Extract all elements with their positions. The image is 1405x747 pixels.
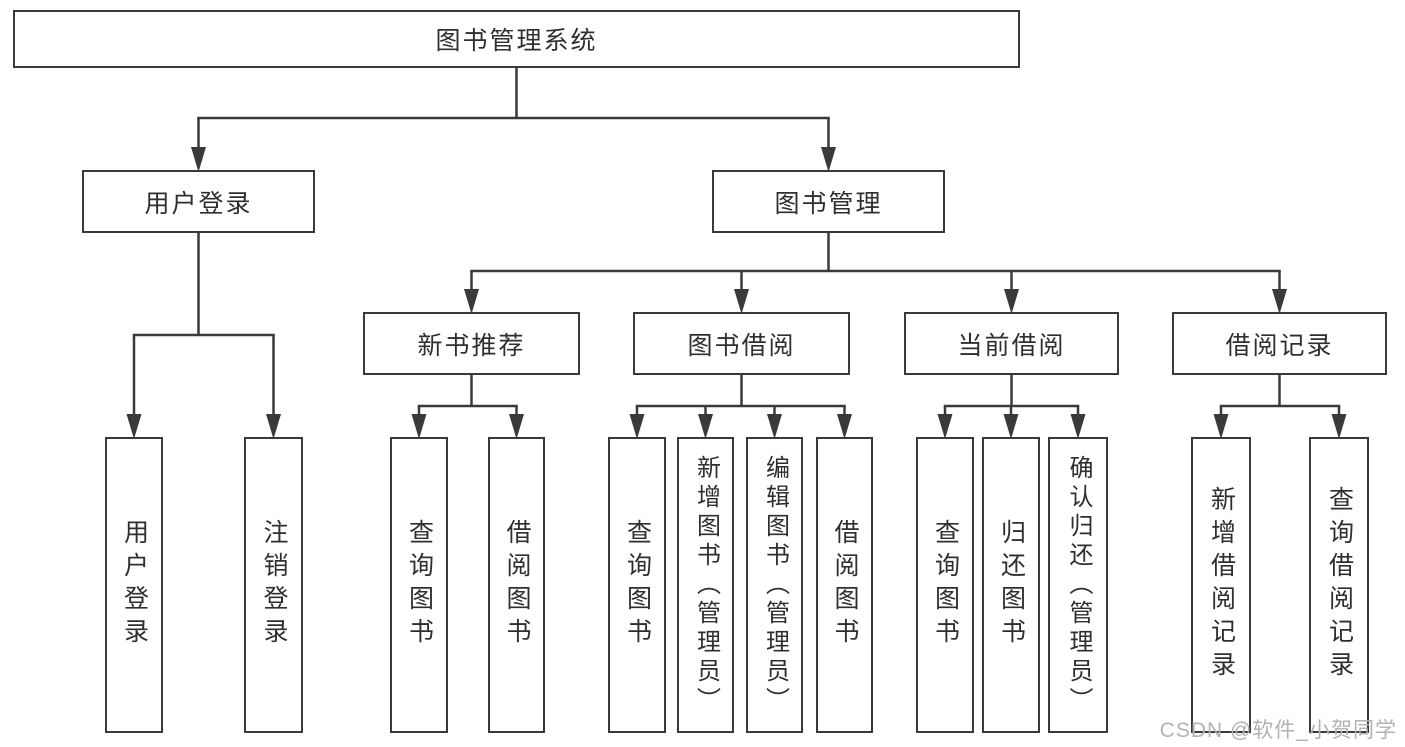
arrow-down-icon (698, 414, 713, 439)
node-label-br-query: 查询借阅记录 (1325, 486, 1354, 684)
node-cb-query: 查询图书 (916, 437, 974, 733)
node-label-book-mgmt: 图书管理 (774, 189, 883, 218)
arrow-down-icon (937, 414, 953, 439)
node-logout: 注销登录 (244, 437, 303, 733)
node-book-borrow: 图书借阅 (633, 312, 850, 375)
arrow-down-icon (1213, 414, 1229, 439)
arrow-down-icon (629, 414, 645, 439)
node-label-bb-borrow: 借阅图书 (831, 519, 859, 651)
node-bb-add: 新增图书（管理员） (677, 437, 734, 733)
node-current-borrow: 当前借阅 (904, 312, 1119, 375)
node-rec-query: 查询图书 (390, 437, 448, 733)
node-cb-return: 归还图书 (982, 437, 1040, 733)
node-new-book-rec: 新书推荐 (363, 312, 580, 375)
arrow-down-icon (1004, 289, 1019, 314)
node-label-bb-add: 新增图书（管理员） (692, 454, 720, 716)
node-label-cb-query: 查询图书 (931, 519, 960, 651)
node-label-bb-edit: 编辑图书（管理员） (761, 454, 789, 716)
arrow-down-icon (1003, 414, 1019, 439)
node-br-query: 查询借阅记录 (1309, 437, 1369, 733)
node-label-root: 图书管理系统 (435, 27, 598, 55)
node-label-cb-confirm: 确认归还（管理员） (1065, 454, 1092, 716)
node-label-borrow-records: 借阅记录 (1225, 331, 1334, 360)
arrow-down-icon (464, 289, 479, 314)
arrow-down-icon (266, 414, 281, 439)
arrow-down-icon (837, 414, 852, 439)
arrow-down-icon (734, 289, 749, 314)
node-bb-query: 查询图书 (608, 437, 666, 733)
node-rec-borrow: 借阅图书 (488, 437, 545, 733)
arrow-down-icon (1070, 414, 1086, 439)
node-br-add: 新增借阅记录 (1191, 437, 1251, 733)
node-label-login: 用户登录 (120, 519, 149, 651)
node-root: 图书管理系统 (13, 10, 1020, 68)
node-label-rec-borrow: 借阅图书 (503, 519, 531, 651)
node-label-user-login: 用户登录 (144, 189, 253, 218)
arrow-down-icon (1272, 289, 1287, 314)
node-label-new-book-rec: 新书推荐 (417, 331, 526, 360)
node-cb-confirm: 确认归还（管理员） (1048, 437, 1108, 733)
node-label-current-borrow: 当前借阅 (957, 331, 1066, 360)
node-bb-edit: 编辑图书（管理员） (746, 437, 803, 733)
arrow-down-icon (411, 414, 427, 439)
node-label-book-borrow: 图书借阅 (687, 331, 796, 360)
node-label-rec-query: 查询图书 (405, 519, 434, 651)
node-label-br-add: 新增借阅记录 (1207, 486, 1236, 684)
node-bb-borrow: 借阅图书 (816, 437, 873, 733)
arrow-down-icon (1331, 414, 1347, 439)
node-book-mgmt: 图书管理 (712, 170, 945, 233)
arrow-down-icon (767, 414, 782, 439)
node-label-cb-return: 归还图书 (997, 519, 1026, 651)
arrow-down-icon (509, 414, 524, 439)
arrow-down-icon (821, 147, 836, 172)
node-label-bb-query: 查询图书 (623, 519, 652, 651)
node-borrow-records: 借阅记录 (1172, 312, 1387, 375)
watermark: CSDN @软件_小贺同学 (1159, 719, 1397, 742)
node-user-login: 用户登录 (82, 170, 315, 233)
arrow-down-icon (191, 147, 206, 172)
arrow-down-icon (126, 414, 142, 439)
node-label-logout: 注销登录 (260, 519, 288, 651)
node-login: 用户登录 (105, 437, 163, 733)
